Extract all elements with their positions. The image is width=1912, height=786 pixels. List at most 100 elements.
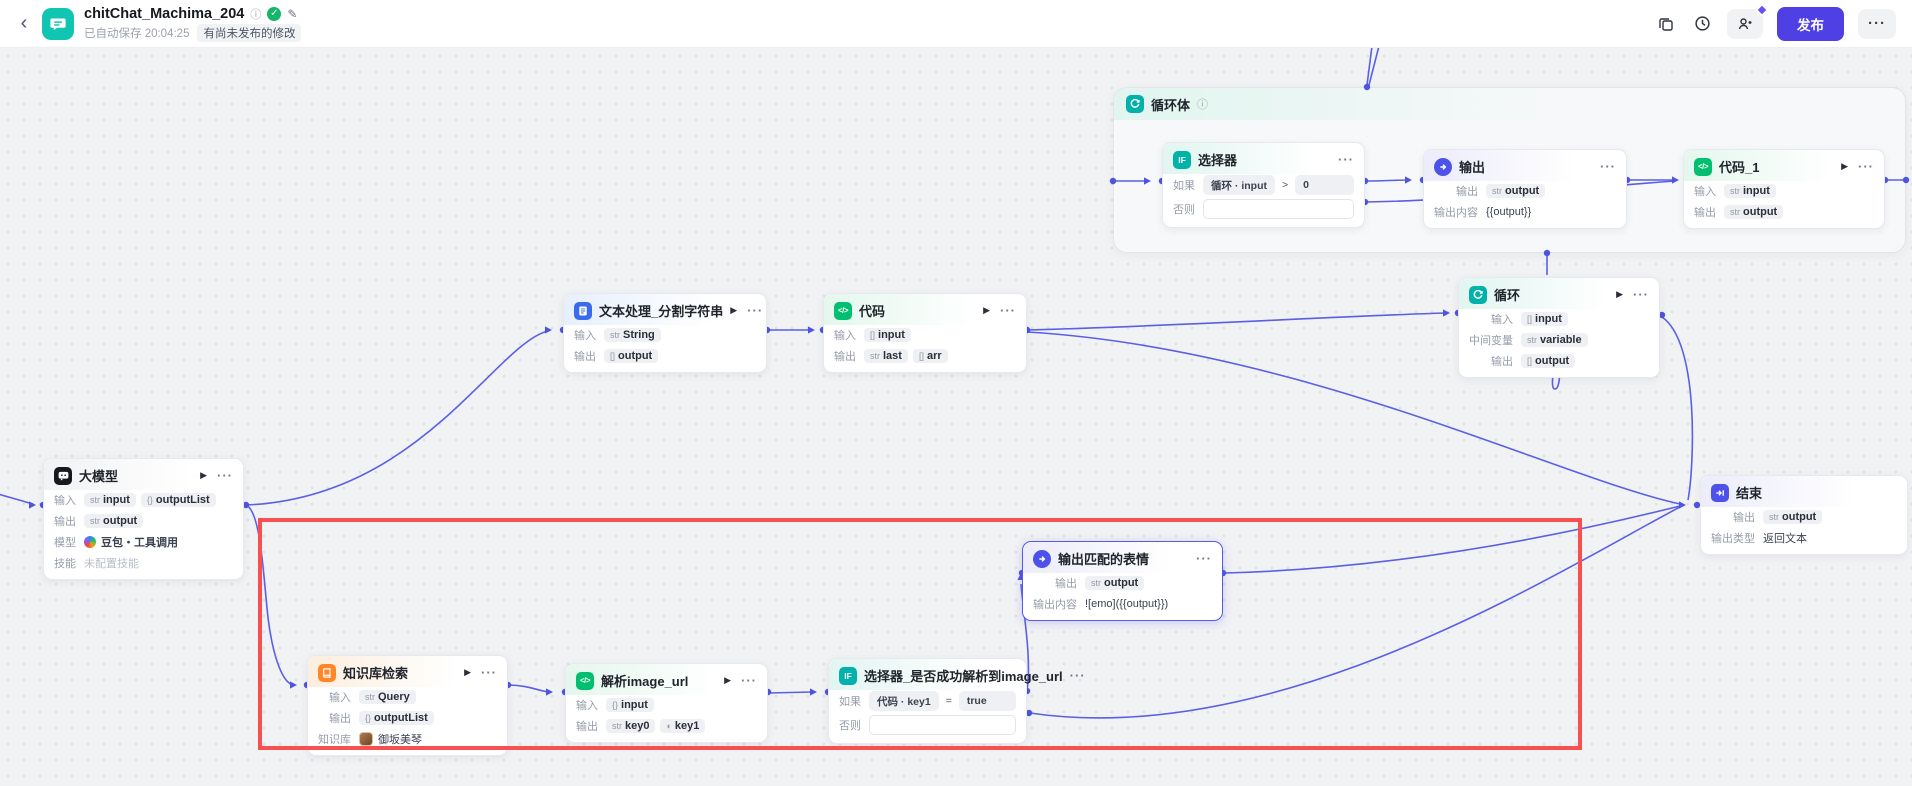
text-icon [574, 301, 592, 320]
node-more-button[interactable]: ··· [1196, 550, 1212, 566]
run-node-button[interactable]: ▶ [1841, 161, 1848, 171]
row-value: []input [1521, 310, 1649, 327]
condition-left[interactable]: 循环 · input [1203, 175, 1275, 195]
type-badge: []output [604, 348, 659, 363]
node-more-button[interactable]: ··· [747, 302, 764, 318]
autosave-status: 已自动保存 20:04:25 [84, 27, 190, 40]
edge-arrowhead [29, 501, 36, 509]
loop-body-info-icon[interactable]: ⓘ [1197, 99, 1209, 111]
run-node-button[interactable]: ▶ [724, 675, 731, 685]
node-more-button[interactable]: ··· [1633, 286, 1649, 302]
row-value [869, 715, 1016, 735]
header-more-button[interactable]: ··· [1858, 8, 1896, 39]
node-title: 文本处理_分割字符串 [599, 304, 724, 319]
row-value: []output [604, 347, 756, 364]
llm-icon [54, 466, 72, 485]
node-title: 知识库检索 [343, 666, 409, 681]
node-more-button[interactable]: ··· [1000, 302, 1016, 318]
node-title: 选择器 [1198, 153, 1238, 168]
node-title: 代码 [859, 304, 886, 319]
condition-right[interactable]: true [958, 691, 1016, 711]
edge-arrowhead [810, 688, 817, 696]
output-icon [1434, 157, 1452, 176]
row-label: 中间变量 [1469, 334, 1513, 347]
node-more-button[interactable]: ··· [481, 664, 497, 680]
edit-title-icon[interactable]: ✎ [287, 6, 298, 21]
node-more-button[interactable]: ··· [217, 467, 233, 483]
row-label: 输出 [1456, 185, 1478, 198]
info-icon[interactable]: ⓘ [250, 8, 262, 21]
type-badge: []arr [912, 348, 948, 363]
edge [1366, 48, 1373, 86]
edge [245, 504, 294, 686]
edge [1224, 505, 1681, 574]
code-icon: </> [576, 671, 594, 690]
history-icon[interactable] [1691, 13, 1713, 35]
code-icon: </> [1694, 157, 1712, 176]
row-label: 输出 [576, 720, 598, 733]
node-title: 解析image_url [601, 674, 689, 689]
if-icon: IF [1173, 150, 1191, 169]
row-label: 模型 [54, 536, 76, 549]
edge [1661, 316, 1694, 501]
node-more-button[interactable]: ··· [741, 672, 757, 688]
row-value: {}outputList [359, 709, 497, 726]
workflow-app-icon [42, 7, 74, 40]
collaborators-button[interactable] [1727, 2, 1770, 39]
output-icon [1033, 549, 1051, 568]
duplicate-icon[interactable] [1655, 13, 1677, 35]
row-label: 输入 [576, 699, 598, 712]
node-more-button[interactable]: ··· [1338, 151, 1354, 167]
row-label: 输出内容 [1434, 206, 1478, 219]
type-badge: []input [1521, 311, 1568, 326]
run-node-button[interactable]: ▶ [983, 305, 990, 315]
run-node-button[interactable]: ▶ [1616, 289, 1623, 299]
type-badge: {}outputList [140, 492, 216, 507]
row-label: 输出 [1694, 206, 1716, 219]
workflow-title: chitChat_Machima_204 [84, 5, 245, 22]
back-button[interactable]: ‹ [20, 12, 28, 34]
edge-arrowhead [546, 688, 553, 696]
node-more-button[interactable]: ··· [1069, 667, 1086, 683]
row-label: 输出 [1733, 511, 1755, 524]
edge [245, 330, 549, 506]
condition-left[interactable]: 代码 · key1 [869, 691, 939, 711]
else-branch-box[interactable] [1203, 199, 1354, 219]
else-branch-box[interactable] [869, 715, 1016, 735]
row-label: 否则 [1173, 204, 1195, 216]
run-node-button[interactable]: ▶ [200, 470, 207, 480]
type-badge: []input [864, 327, 911, 342]
run-node-button[interactable]: ▶ [464, 667, 471, 677]
valid-check-icon: ✓ [267, 6, 282, 21]
edge-arrowhead [290, 681, 297, 689]
condition-right[interactable]: 0 [1295, 175, 1354, 195]
publish-button[interactable]: 发布 [1777, 6, 1844, 41]
node-more-button[interactable]: ··· [1858, 158, 1874, 174]
run-node-button[interactable]: ▶ [730, 305, 738, 315]
node-more-button[interactable]: ··· [1600, 158, 1616, 174]
